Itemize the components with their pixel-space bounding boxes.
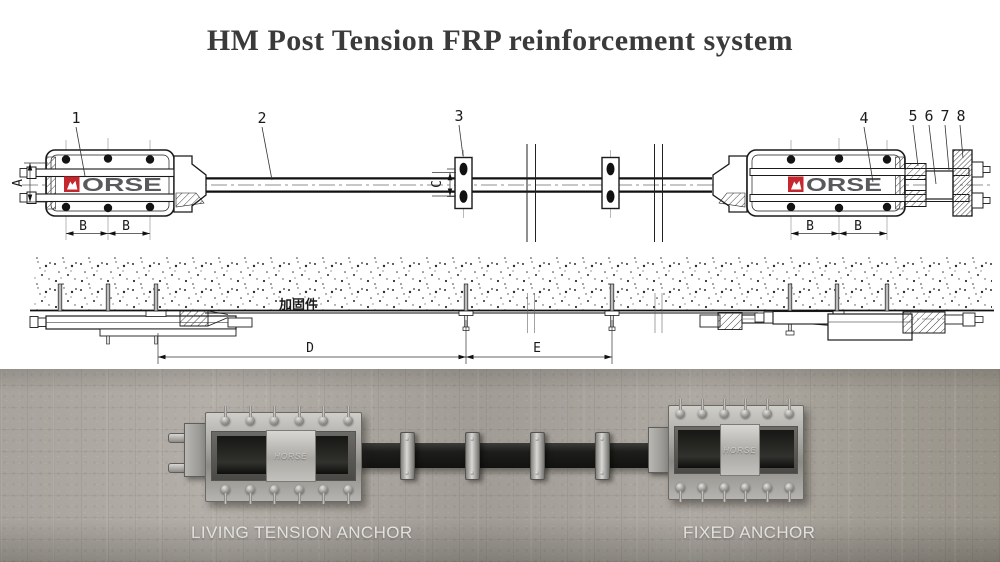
clamp-plates-plan [447, 156, 620, 210]
horse-wordmark: ORSE [806, 175, 882, 195]
part-label-1: 1 [71, 109, 80, 127]
left-anchor-section [29, 283, 253, 345]
anchor-bolt [245, 485, 255, 504]
page-title: HM Post Tension FRP reinforcement system [206, 24, 794, 57]
reinforcement-note: 加固件 [278, 297, 318, 313]
anchor-bolt-row [676, 399, 794, 418]
anchor-bolt [270, 406, 280, 425]
break-lines-section [527, 293, 663, 333]
strip-clamp [465, 432, 480, 480]
anchor-bolt [784, 399, 794, 418]
embossed-brand: HORSE [274, 451, 308, 461]
horse-wordmark: ORSE [82, 175, 162, 195]
anchor-bolt-row [676, 483, 794, 502]
section-view-drawing: 加固件 [29, 257, 994, 364]
frp-strip [350, 443, 670, 468]
fixed-anchor-label: FIXED ANCHOR [683, 523, 816, 542]
anchor-bolt [697, 399, 707, 418]
part-label-6: 6 [924, 107, 933, 125]
break-lines-plan [526, 144, 663, 242]
dimensions-section [157, 320, 613, 364]
right-anchor-bolts [786, 154, 892, 213]
dim-c-label: C [430, 180, 445, 188]
anchor-bolt [741, 483, 751, 502]
part-label-7: 7 [940, 107, 949, 125]
anchor-bolt [763, 399, 773, 418]
anchor-bolt [245, 406, 255, 425]
anchor-bolt [319, 406, 329, 425]
living-tension-anchor-label: LIVING TENSION ANCHOR [191, 523, 413, 542]
anchor-bolt [343, 406, 353, 425]
part-label-3: 3 [454, 107, 463, 125]
anchor-bolt [343, 485, 353, 504]
right-anchor-section [699, 283, 984, 341]
anchor-bolt [741, 399, 751, 418]
right-anchor-plan: ORSE [712, 149, 991, 217]
anchor-bolt [697, 483, 707, 502]
horse-logo-icon: ORSE [64, 175, 162, 195]
anchor-bolt [221, 406, 230, 425]
dim-e-label: E [533, 341, 541, 356]
installation-photo: HORSE HORSE [0, 369, 1000, 562]
anchor-bolt-row [221, 406, 353, 425]
dim-d-label: D [306, 341, 314, 356]
leader-lines [75, 124, 964, 185]
anchor-bolt [676, 399, 685, 418]
anchor-bolt [270, 485, 280, 504]
jack-bracket [184, 423, 208, 477]
dim-a-label: A [11, 179, 26, 187]
anchor-bolt [784, 483, 794, 502]
anchor-bolt [319, 485, 329, 504]
anchor-bolt [221, 485, 230, 504]
plan-view-drawing: ORSE [11, 107, 992, 242]
concrete-hatch-band [34, 257, 992, 310]
strip-bracket [648, 427, 670, 473]
anchor-bolt [676, 483, 685, 502]
anchor-bolt [719, 483, 729, 502]
part-label-5: 5 [908, 107, 917, 125]
strip-clamp [595, 432, 610, 480]
anchor-bolt [294, 485, 304, 504]
embossed-brand: HORSE [723, 445, 757, 455]
part-label-2: 2 [257, 109, 266, 127]
anchor-logo-plate: HORSE [266, 430, 316, 482]
left-anchor-plan: ORSE [19, 149, 207, 217]
anchor-logo-plate: HORSE [720, 424, 760, 476]
dim-b2-label: B [122, 219, 130, 234]
anchor-opening [758, 430, 794, 468]
dimensions-plan [24, 162, 887, 236]
anchor-bolt-row [221, 485, 353, 504]
anchor-bolt [763, 483, 773, 502]
left-anchor-bolts [61, 154, 155, 213]
strip-clamp [530, 432, 545, 480]
anchor-bolt [719, 399, 729, 418]
anchor-opening [678, 430, 720, 468]
anchor-bolt [294, 406, 304, 425]
dim-b1-label: B [79, 219, 87, 234]
part-label-4: 4 [859, 109, 868, 127]
strip-clamp [400, 432, 415, 480]
horse-logo-icon: ORSE [788, 175, 882, 195]
dim-b3-label: B [806, 219, 814, 234]
part-label-8: 8 [956, 107, 965, 125]
dim-b4-label: B [854, 219, 862, 234]
